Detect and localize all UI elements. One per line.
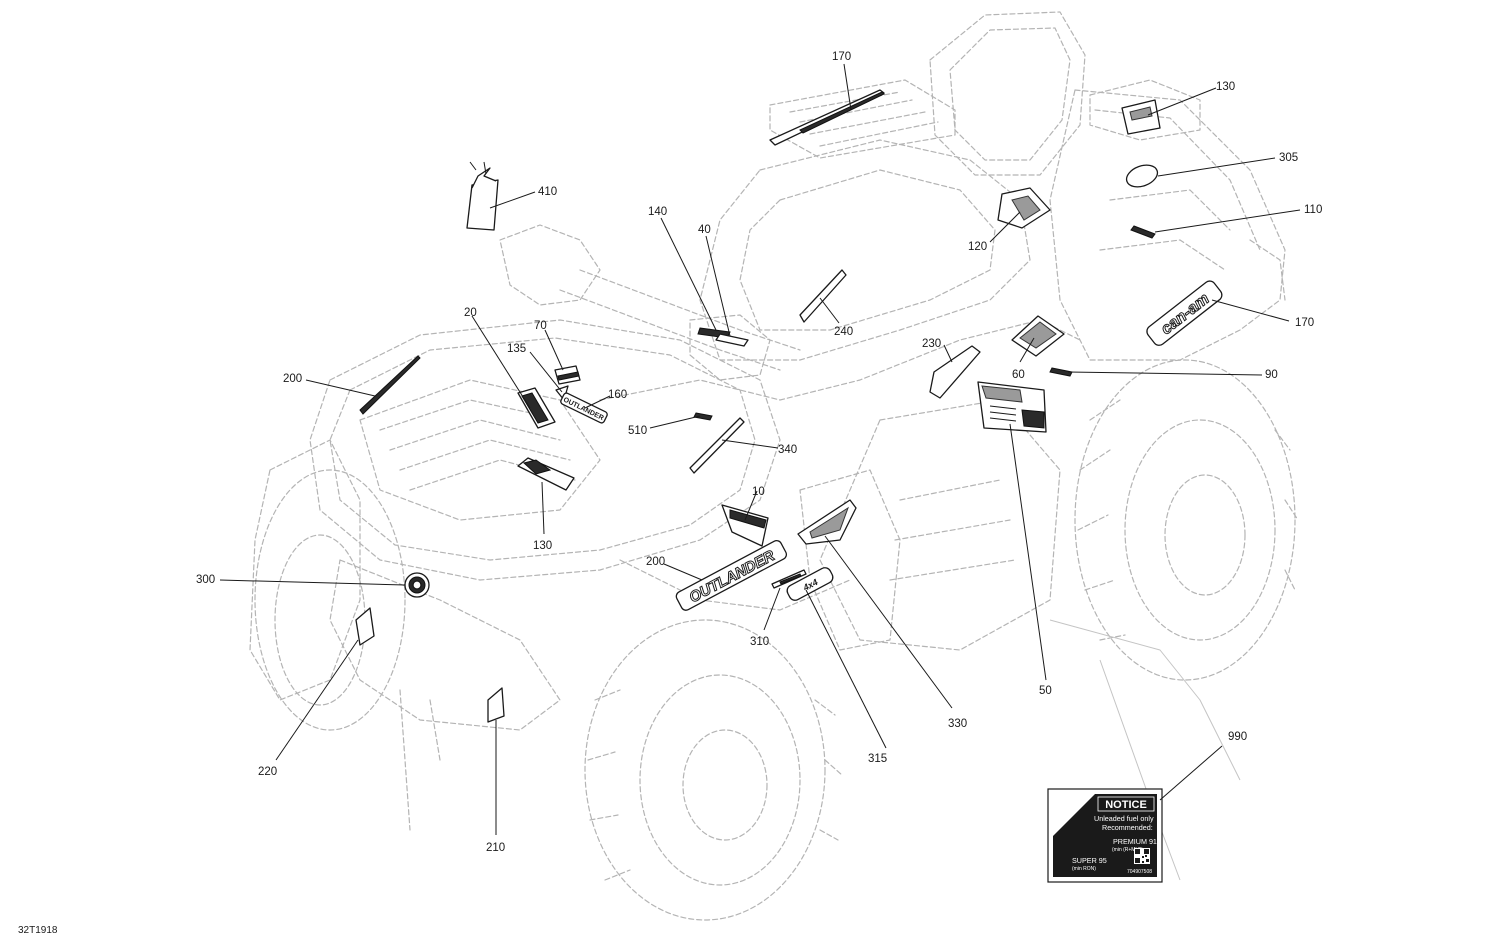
- decal-20-label-dark: [521, 392, 549, 424]
- decal-340-panel: [689, 417, 745, 474]
- notice-grade-2: SUPER 95: [1072, 856, 1107, 865]
- callout-120: 120: [968, 241, 987, 253]
- figure-id: 32T1918: [18, 925, 58, 936]
- decal-305-oval: [1125, 164, 1159, 188]
- callout-135: 135: [507, 343, 526, 355]
- callout-305: 305: [1279, 152, 1298, 164]
- decal-220-front-label: [355, 607, 375, 646]
- callout-200-outlander: 200: [646, 556, 665, 568]
- decal-210-lower-label: [487, 687, 505, 723]
- decal-50-large-label-header: [981, 385, 1023, 403]
- callout-130-rear: 130: [1216, 81, 1235, 93]
- vehicle-ghost-outline: [249, 11, 1299, 921]
- callout-340: 340: [778, 444, 797, 456]
- callout-110: 110: [1304, 204, 1322, 216]
- decal-240-panel: [799, 269, 847, 323]
- outlander-logo-text: OUTLANDER: [686, 547, 777, 606]
- decal-40-handlebar: [715, 333, 749, 347]
- callout-315: 315: [868, 753, 887, 765]
- notice-title: NOTICE: [1105, 799, 1147, 811]
- callout-160: 160: [608, 389, 627, 401]
- decal-90-small: [1049, 367, 1073, 377]
- decal-330-side-panel-fill: [809, 506, 849, 539]
- decal-315-engine-badge: 4x4: [786, 567, 834, 601]
- callout-20: 20: [464, 307, 477, 319]
- callout-70: 70: [534, 320, 547, 332]
- notice-title-box: [1097, 796, 1155, 812]
- decal-230-panel: [929, 345, 981, 399]
- leader-lines: [219, 63, 1301, 835]
- decal-160-tank-label: OUTLANDER: [560, 392, 608, 424]
- callout-50: 50: [1039, 685, 1052, 697]
- decal-120-square-detail: [1011, 195, 1041, 221]
- callout-310: 310: [750, 636, 769, 648]
- callout-numbers: 170 130 305 110 410 140 40 120 170 240 2…: [196, 51, 1322, 854]
- callout-510: 510: [628, 425, 647, 437]
- callout-200-front: 200: [283, 373, 302, 385]
- decal-130-rear-label-strip: [1129, 106, 1153, 121]
- notice-line-1: Unleaded fuel only: [1094, 814, 1154, 823]
- callout-90: 90: [1265, 369, 1278, 381]
- callout-230: 230: [922, 338, 941, 350]
- callout-40: 40: [698, 224, 711, 236]
- decal-170-brand-logo: can-am: [1146, 280, 1223, 346]
- decal-130-rack-label-dark: [522, 459, 552, 475]
- decal-510-small: [693, 412, 713, 421]
- callout-210: 210: [486, 842, 505, 854]
- notice-grade-1-note: (min (R+M)/2): [1112, 847, 1143, 853]
- callout-130-rack: 130: [533, 540, 552, 552]
- notice-grade-2-note: (min RON): [1072, 866, 1096, 872]
- callout-990: 990: [1228, 731, 1247, 743]
- notice-part-number: 704907508: [1127, 869, 1152, 875]
- decal-170-rack-stripe-dark: [799, 91, 885, 134]
- decal-200-front-stripe: [359, 355, 421, 415]
- callout-170-rack: 170: [832, 51, 851, 63]
- notice-grade-1: PREMIUM 91: [1113, 837, 1157, 846]
- decal-70-label-band: [557, 371, 580, 381]
- decal-300-emblem-ring: [412, 580, 422, 590]
- callout-170-side: 170: [1295, 317, 1314, 329]
- decal-410-tag-string: [471, 167, 497, 189]
- decal-50-large-label-block: [1021, 409, 1045, 429]
- decal-items: OUTLANDER OUTLANDER 4x4: [355, 89, 1223, 723]
- decal-110-strip: [1130, 225, 1156, 239]
- callout-140: 140: [648, 206, 667, 218]
- notice-line-2: Recommended:: [1102, 823, 1153, 832]
- callout-240: 240: [834, 326, 853, 338]
- callout-60: 60: [1012, 369, 1025, 381]
- callout-10: 10: [752, 486, 765, 498]
- decal-310-strip-dark: [779, 573, 802, 585]
- callout-300: 300: [196, 574, 215, 586]
- callout-410: 410: [538, 186, 557, 198]
- notice-fuel-label: NOTICE Unleaded fuel only Recommended: P…: [1047, 788, 1163, 883]
- callout-330: 330: [948, 718, 967, 730]
- callout-220: 220: [258, 766, 277, 778]
- decal-10-side-label-band: [729, 509, 767, 529]
